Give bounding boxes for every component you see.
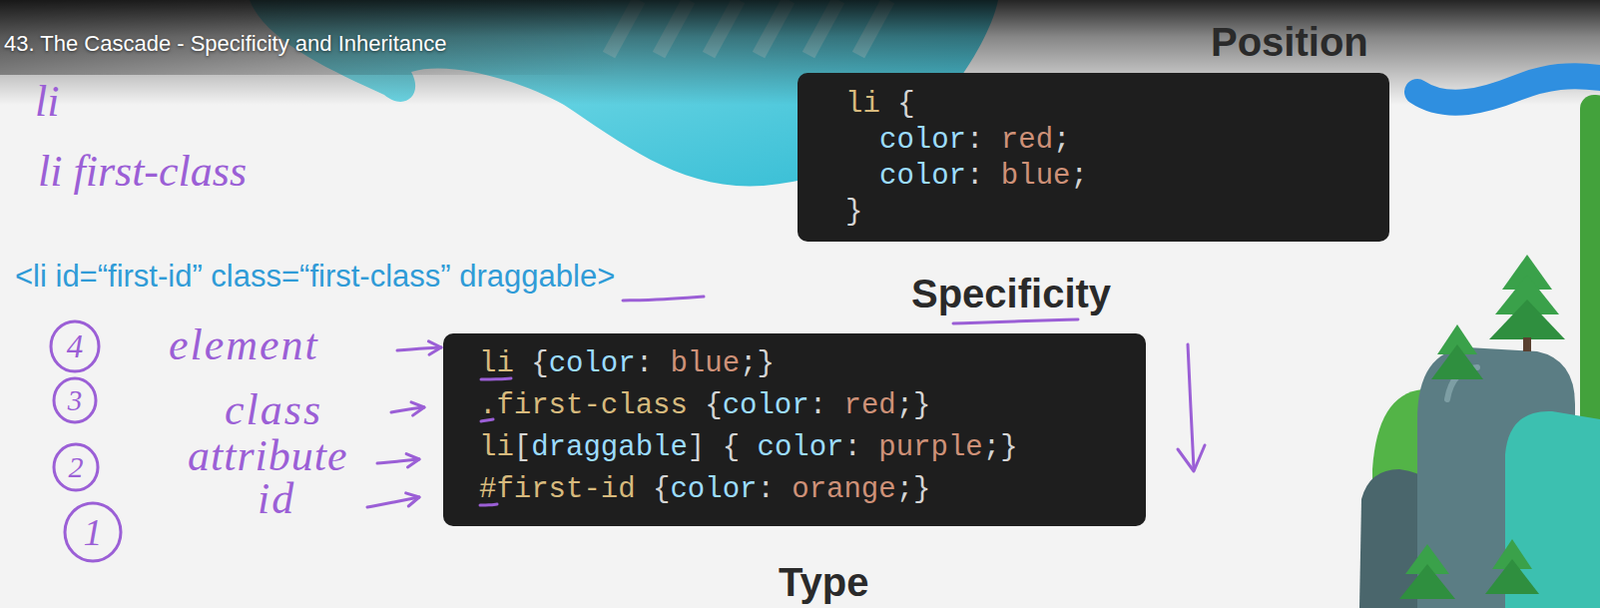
handwritten-note: li xyxy=(34,77,59,126)
code-token: : xyxy=(844,431,862,465)
code-token: } xyxy=(913,389,931,423)
underline xyxy=(622,296,704,301)
code-token: color xyxy=(548,347,636,381)
order-arrow xyxy=(1187,344,1194,470)
underline xyxy=(953,319,1078,324)
arrow-head xyxy=(1177,445,1205,472)
handwritten-note: element xyxy=(168,321,320,370)
code-token: color xyxy=(739,431,844,465)
html-snippet: <li id=“first-id” class=“first-class” dr… xyxy=(14,259,615,294)
code-token: { xyxy=(652,473,670,507)
code-token: } xyxy=(913,473,931,507)
code-line: #first-id {color: orange;} xyxy=(479,469,932,512)
blue-wave xyxy=(1417,75,1600,103)
code-token: blue xyxy=(983,159,1070,193)
code-token: blue xyxy=(652,347,740,381)
callout-circle: 2 xyxy=(51,443,100,492)
callout-circle: 1 xyxy=(62,502,123,562)
code-token: { xyxy=(531,347,548,381)
callout-number: 2 xyxy=(68,452,84,483)
section-heading: Type xyxy=(778,559,869,604)
handwritten-note: class xyxy=(224,386,323,435)
callout-number: 3 xyxy=(67,386,83,416)
code-token: red xyxy=(826,389,897,423)
code-token: ; xyxy=(896,389,914,423)
code-token: } xyxy=(845,195,863,229)
code-token: ; xyxy=(739,347,757,381)
underline-marks xyxy=(443,333,445,335)
code-token: { xyxy=(722,431,740,465)
code-token: } xyxy=(1000,431,1018,465)
code-box: Positionli {color: red;color: blue;} xyxy=(797,72,1390,242)
callout-number: 4 xyxy=(66,330,84,364)
code-line: .first-class {color: red;} xyxy=(479,385,932,428)
code-line: li { xyxy=(845,86,916,123)
code-token: ; xyxy=(983,431,1001,465)
code-token: color xyxy=(669,473,757,507)
code-token: li xyxy=(479,347,532,381)
code-token: : xyxy=(809,389,827,423)
video-title: 43. The Cascade - Specificity and Inheri… xyxy=(3,30,448,57)
code-token xyxy=(704,431,722,465)
handwritten-note: id xyxy=(257,475,296,524)
code-token: li xyxy=(845,87,898,121)
code-token: : xyxy=(756,473,774,507)
code-line: li[draggable] { color: purple;} xyxy=(479,427,1019,470)
code-token: ; xyxy=(1053,123,1070,157)
code-token: [ xyxy=(514,431,532,465)
code-token: purple xyxy=(861,431,984,465)
handwritten-note: attribute xyxy=(187,432,349,481)
code-token: li xyxy=(479,431,515,465)
code-token: #first-id xyxy=(479,473,653,507)
code-line: color: blue; xyxy=(845,158,1088,195)
code-token: } xyxy=(756,347,774,381)
code-token: : xyxy=(966,123,984,157)
section-heading: Specificity xyxy=(911,270,1111,317)
code-line: color: red; xyxy=(845,122,1070,159)
code-line: li {color: blue;} xyxy=(479,343,775,386)
callout-circle: 3 xyxy=(51,377,98,424)
code-line: } xyxy=(845,194,863,231)
arrow-head xyxy=(406,454,420,468)
arrow-head xyxy=(428,341,442,355)
code-token: color xyxy=(879,123,967,157)
code-token: draggable xyxy=(531,431,688,465)
code-token: { xyxy=(897,87,915,121)
code-token: : xyxy=(635,347,653,381)
code-box: Specificityli {color: blue;}.first-class… xyxy=(443,333,1146,527)
title-shade xyxy=(0,0,619,75)
code-token: ; xyxy=(1069,159,1087,193)
code-token: red xyxy=(983,123,1054,157)
code-token: color xyxy=(722,389,810,423)
forest-illustration xyxy=(1359,254,1600,608)
callout-number: 1 xyxy=(83,513,103,551)
code-token: { xyxy=(704,389,722,423)
handwritten-note: li first-class xyxy=(37,147,247,196)
code-token: orange xyxy=(774,473,897,507)
arrow-head xyxy=(411,402,425,416)
code-token: .first-class xyxy=(479,389,705,423)
code-token: ; xyxy=(896,473,914,507)
code-token: ] xyxy=(687,431,705,465)
section-heading: Position xyxy=(1210,18,1369,65)
code-token: : xyxy=(966,159,984,193)
callout-circle: 4 xyxy=(48,320,101,373)
arrow-head xyxy=(406,493,420,507)
code-token: color xyxy=(879,159,967,193)
